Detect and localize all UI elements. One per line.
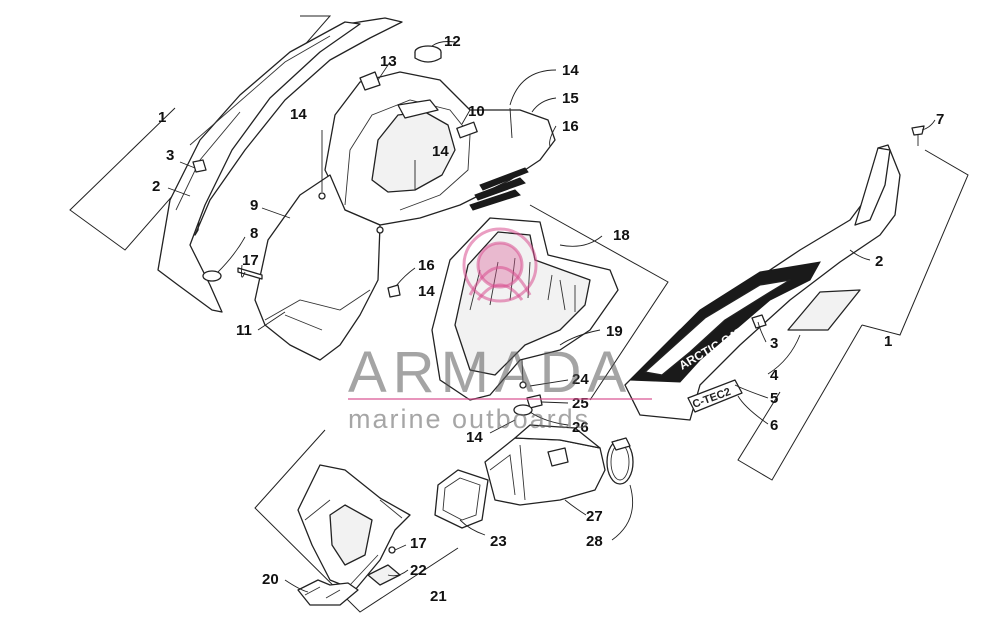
watermark-main-text: ARMADA — [348, 340, 632, 405]
left-grommet — [202, 270, 222, 282]
hood-bracket — [359, 71, 381, 91]
airbox-fastener-16 — [387, 284, 401, 298]
callout-18: 18 — [613, 227, 630, 244]
right-upper-trim — [854, 147, 891, 226]
front-nose-cowl — [254, 174, 381, 361]
right-side-decal-strip — [787, 289, 861, 331]
airbox-fastener-17 — [237, 267, 263, 280]
callout-19: 19 — [606, 323, 623, 340]
right-panel-bracket-frame — [861, 149, 969, 336]
callout-3-left: 3 — [166, 147, 174, 164]
c-tec-badge — [687, 379, 743, 413]
callout-16-a: 16 — [562, 118, 579, 135]
callout-14-c: 14 — [562, 62, 579, 79]
callout-11: 11 — [236, 322, 252, 339]
callout-1-right: 1 — [884, 333, 892, 350]
callout-2-right: 2 — [875, 253, 883, 270]
callout-14-d: 14 — [418, 283, 435, 300]
decal-stripe — [644, 279, 791, 376]
callout-17-a: 17 — [242, 252, 259, 269]
left-panel-bracket-frame — [69, 15, 332, 251]
hood-cap-body — [414, 52, 442, 63]
callout-4: 4 — [770, 367, 779, 384]
callout-7: 7 — [936, 111, 944, 128]
callout-numbers: 1 3 2 9 8 17 11 14 13 12 10 14 14 15 16 … — [152, 33, 944, 605]
duct-outlet — [514, 424, 601, 449]
intake-seal-ring — [434, 469, 489, 529]
callout-10: 10 — [468, 103, 485, 120]
callout-16-b: 16 — [418, 257, 435, 274]
callout-14-a: 14 — [290, 106, 307, 123]
callout-22: 22 — [410, 562, 427, 579]
callout-8: 8 — [250, 225, 258, 242]
air-box-inner — [454, 231, 591, 376]
callout-12: 12 — [444, 33, 461, 50]
lower-bracket-frame — [254, 429, 459, 613]
air-intake-duct-assembly — [434, 424, 634, 529]
callout-26: 26 — [572, 419, 589, 436]
airbox-bracket-frame — [529, 204, 669, 401]
callout-20: 20 — [262, 571, 279, 588]
callout-15: 15 — [562, 90, 579, 107]
intake-duct — [484, 437, 606, 506]
callout-24: 24 — [572, 371, 589, 388]
watermark: ARMADA marine outboards — [348, 227, 652, 434]
callout-2-left: 2 — [152, 178, 160, 195]
screw-left-1 — [318, 192, 326, 200]
callout-5: 5 — [770, 390, 778, 407]
hood-vent-slots — [469, 167, 529, 211]
lower-nose-bracket-assembly — [254, 429, 459, 613]
right-trim-clip — [751, 314, 767, 329]
right-panel-lower-frame — [737, 324, 863, 481]
watermark-emblem — [462, 227, 538, 303]
duct-mount-tab — [547, 447, 569, 467]
windshield-mount — [397, 99, 439, 119]
callout-9: 9 — [250, 197, 258, 214]
left-side-panel-assembly — [69, 15, 403, 313]
clamp-screw-tab — [611, 437, 631, 451]
watermark-sub-text: marine outboards — [348, 404, 590, 434]
lower-screw — [388, 546, 396, 554]
lower-bracket-opening — [329, 504, 373, 566]
callout-28: 28 — [586, 533, 603, 550]
push-rivet — [911, 125, 925, 136]
callout-13: 13 — [380, 53, 397, 70]
screw-left-2 — [376, 226, 384, 234]
callout-14-b: 14 — [432, 143, 449, 160]
callout-23: 23 — [490, 533, 507, 550]
callout-1-left: 1 — [158, 109, 166, 126]
hood-vent-clip — [456, 121, 478, 139]
left-trim-clip — [192, 159, 207, 173]
callout-3-right: 3 — [770, 335, 778, 352]
right-side-panel-assembly: ARCTIC CAT C-TEC2 — [624, 125, 969, 481]
hood-inner-cavity — [371, 111, 456, 193]
callout-27: 27 — [586, 508, 603, 525]
callout-17-b: 17 — [410, 535, 427, 552]
airbox-washer — [513, 404, 533, 416]
callout-21: 21 — [430, 588, 447, 605]
leader-lines — [167, 41, 936, 593]
lower-bumper-bracket — [297, 579, 359, 606]
callout-6: 6 — [770, 417, 778, 434]
callout-14-e: 14 — [466, 429, 483, 446]
